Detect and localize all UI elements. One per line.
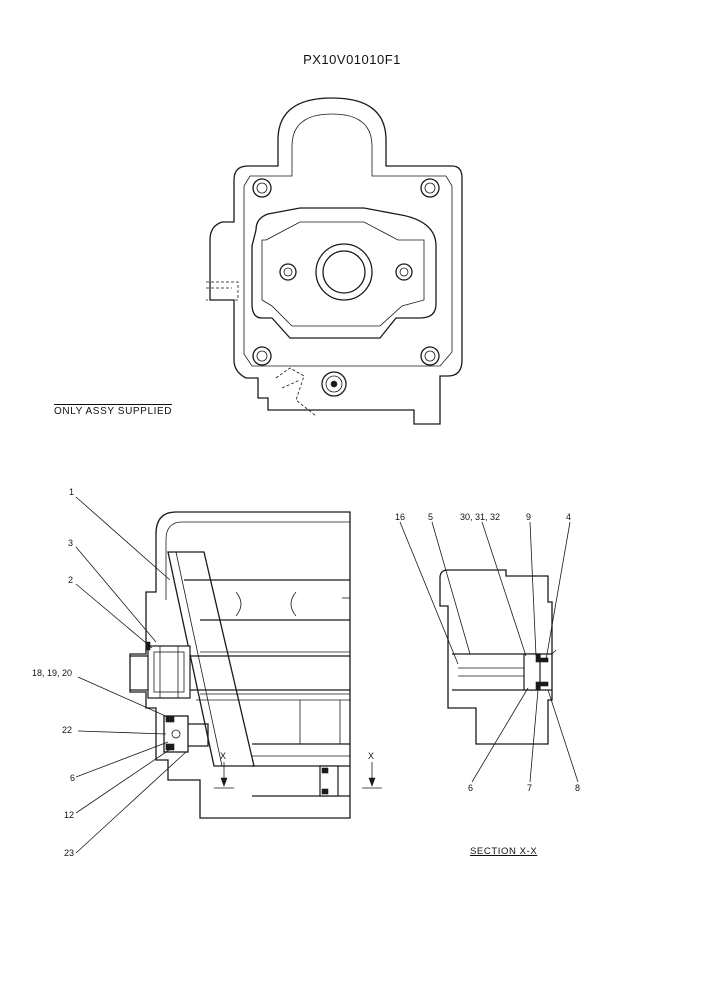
callout-4: 4: [566, 512, 572, 522]
callout-6-left: 6: [70, 773, 76, 783]
callout-3: 3: [68, 538, 74, 548]
callout-6-section: 6: [468, 783, 474, 793]
callout-2: 2: [68, 575, 74, 585]
section-leaders: [399, 521, 579, 783]
section-xx-view: [439, 569, 557, 745]
callout-30-31-32: 30, 31, 32: [460, 512, 501, 522]
section-mark-x-left: X: [220, 751, 227, 761]
callout-23: 23: [64, 848, 75, 858]
callout-12: 12: [64, 810, 75, 820]
section-mark-x-right: X: [368, 751, 375, 761]
drawing-code: PX10V01010F1: [303, 52, 401, 67]
callout-9: 9: [526, 512, 532, 522]
callout-22: 22: [62, 725, 73, 735]
callout-8: 8: [575, 783, 581, 793]
callout-5: 5: [428, 512, 434, 522]
section-title: SECTION X-X: [470, 846, 538, 857]
callout-1: 1: [69, 487, 75, 497]
left-leaders: [75, 496, 187, 854]
assembly-note: ONLY ASSY SUPPLIED: [54, 404, 173, 417]
side-section-view: [129, 511, 382, 819]
top-view-housing: [206, 97, 463, 425]
callout-18-19-20: 18, 19, 20: [32, 668, 73, 678]
callout-16: 16: [395, 512, 406, 522]
callout-7: 7: [527, 783, 533, 793]
